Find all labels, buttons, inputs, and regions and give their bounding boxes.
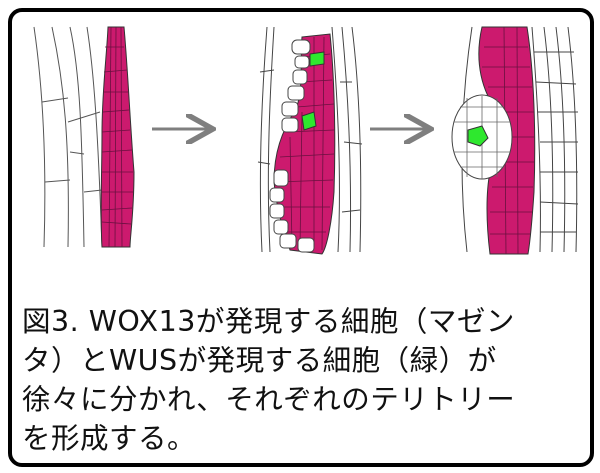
panel-1-tissue [33, 26, 135, 248]
caption-line-1: 図3. WOX13が発現する細胞（マゼン [22, 305, 515, 338]
wus-region-3 [467, 125, 489, 147]
panel-2-tissue [257, 26, 363, 255]
figure-caption: 図3. WOX13が発現する細胞（マゼン タ）とWUSが発現する細胞（緑）が 徐… [22, 302, 582, 458]
panel-3-tissue [451, 26, 579, 255]
figure-frame: 図3. WOX13が発現する細胞（マゼン タ）とWUSが発現する細胞（緑）が 徐… [8, 8, 594, 467]
wox13-region-1 [100, 26, 135, 248]
caption-line-2: タ）とWUSが発現する細胞（緑）が [22, 344, 497, 377]
figure-diagram [33, 26, 579, 255]
wus-region-2b [301, 111, 317, 131]
caption-line-4: を形成する。 [22, 422, 197, 455]
caption-line-3: 徐々に分かれ、それぞれのテリトリー [22, 383, 516, 416]
wus-region-2a [309, 51, 325, 67]
